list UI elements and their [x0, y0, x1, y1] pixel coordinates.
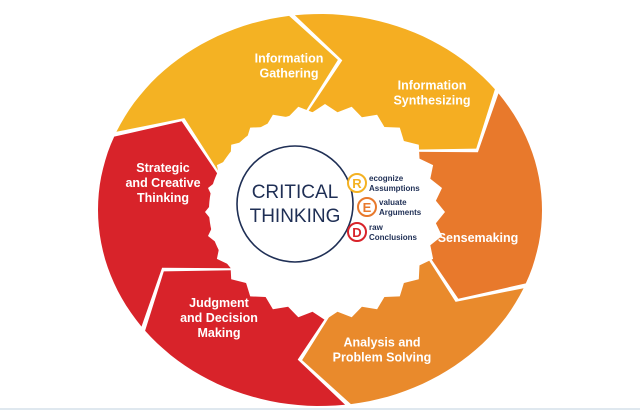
cycle-segment-label: Strategic: [136, 161, 190, 175]
cycle-segment-label: Gathering: [259, 67, 318, 81]
cycle-segment-label: Judgment: [189, 296, 250, 310]
cycle-segment-label: Problem Solving: [333, 351, 432, 365]
cycle-segment-label: Analysis and: [343, 336, 420, 350]
red-letter: D: [352, 225, 361, 240]
cycle-segment-label: Information: [398, 79, 467, 93]
cycle-segment: [409, 93, 542, 299]
bottom-divider: [0, 408, 640, 410]
cycle-segment: [98, 121, 231, 327]
center-title-line-1: CRITICAL: [252, 182, 339, 203]
red-label-line-1: valuate: [379, 198, 407, 207]
red-letter-badge: [347, 173, 367, 193]
cycle-segment-label: Sensemaking: [438, 231, 519, 245]
red-label-line-1: raw: [369, 223, 384, 232]
red-letter-badge: [357, 197, 377, 217]
center-disc: [227, 114, 423, 310]
red-label-line-1: ecognize: [369, 174, 404, 183]
cycle-segment-label: Making: [197, 326, 240, 340]
cycle-segment-label: and Decision: [180, 311, 258, 325]
red-letter-badge: [347, 222, 367, 242]
cycle-segment: [116, 15, 338, 171]
cycle-segment-label: Information: [255, 52, 324, 66]
cycle-segment: [294, 14, 495, 150]
center-ring: [236, 145, 354, 263]
red-label-line-2: Assumptions: [369, 184, 420, 193]
cycle-segments: InformationGatheringInformationSynthesiz…: [98, 14, 542, 406]
red-letter: E: [363, 200, 372, 215]
cycle-segment-label: Synthesizing: [393, 94, 470, 108]
cycle-segment-label: Thinking: [137, 191, 189, 205]
red-label-line-2: Arguments: [379, 208, 422, 217]
center-hub: CRITICAL THINKING: [205, 104, 445, 320]
cycle-segment: [302, 249, 524, 405]
cycle-segment: [145, 270, 346, 406]
red-letter: R: [352, 176, 362, 191]
red-label-line-2: Conclusions: [369, 233, 418, 242]
cycle-segment-label: and Creative: [125, 176, 200, 190]
center-title-line-2: THINKING: [250, 206, 341, 227]
